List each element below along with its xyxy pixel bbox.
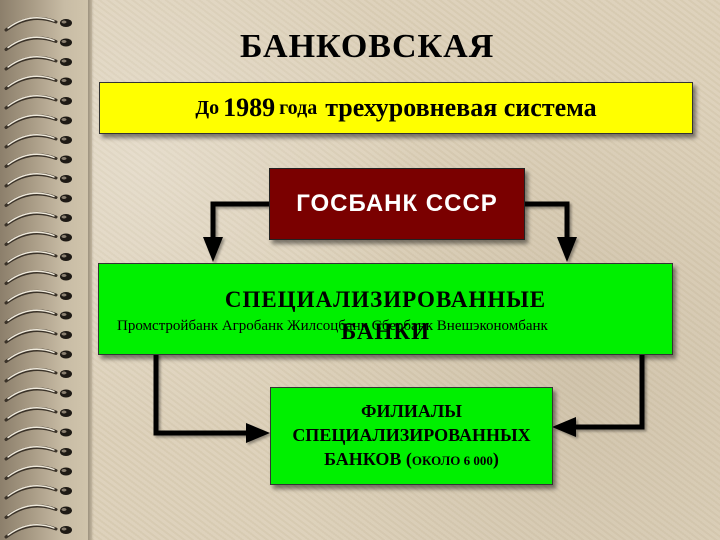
binder-ring [4, 426, 72, 441]
binder-ring [4, 75, 72, 90]
binder-ring [4, 16, 72, 32]
subtitle-rest: трехуровневая система [325, 93, 597, 122]
subtitle-year: 1989 [223, 93, 276, 122]
specialized-bank-list: Промстройбанк Агробанк Жилсоцбанк Сберба… [117, 318, 548, 334]
spine-shadow [88, 0, 94, 540]
branches-line3-a: БАНКОВ ( [324, 449, 412, 469]
branches-line3: БАНКОВ (ОКОЛО 6 000) [324, 447, 499, 473]
specialized-title-line2: БАНКИ [341, 319, 430, 344]
binder-ring [4, 328, 72, 344]
branches-line2: СПЕЦИАЛИЗИРОВАННЫХ [292, 425, 531, 445]
binder-ring [4, 367, 72, 383]
subtitle-banner: До 1989 года трехуровневая система [99, 82, 693, 134]
specialized-title-line1: СПЕЦИАЛИЗИРОВАННЫЕ [224, 287, 547, 312]
branches-box: ФИЛИАЛЫ СПЕЦИАЛИЗИРОВАННЫХ БАНКОВ (ОКОЛО… [270, 387, 553, 485]
binder-ring [4, 445, 72, 461]
binder-ring [4, 94, 72, 110]
branches-line3-c: ) [492, 449, 499, 469]
notebook-spine [0, 0, 92, 540]
binder-ring [4, 55, 72, 71]
binder-ring [4, 133, 72, 149]
binder-ring [4, 270, 72, 285]
page-title: БАНКОВСКАЯ СИСТЕМА [240, 28, 495, 65]
binder-ring [4, 289, 72, 305]
binder-ring [4, 309, 72, 324]
binder-ring [4, 504, 72, 519]
binder-ring [4, 484, 72, 500]
binder-ring [4, 387, 72, 402]
specialized-banks-box: СПЕЦИАЛИЗИРОВАННЫЕ БАНКИ Промстройбанк А… [98, 263, 673, 355]
binder-ring [4, 231, 72, 246]
binder-ring [4, 192, 72, 207]
gosbank-label: ГОСБАНК СССР [296, 190, 498, 217]
binder-ring [4, 348, 72, 363]
binder-rings [4, 16, 72, 539]
binder-ring [4, 250, 72, 266]
binder-ring [4, 114, 72, 129]
binder-ring [4, 36, 72, 51]
binder-ring [4, 172, 72, 188]
binder-ring [4, 523, 72, 539]
branches-count: ОКОЛО 6 000 [411, 453, 493, 468]
binder-ring [4, 406, 72, 422]
binder-ring [4, 465, 72, 480]
branches-line1: ФИЛИАЛЫ [361, 401, 462, 421]
binder-ring [4, 153, 72, 168]
subtitle-word: года [279, 96, 318, 119]
gosbank-box: ГОСБАНК СССР [269, 168, 525, 240]
binder-ring [4, 211, 72, 227]
subtitle-prefix: До [195, 96, 220, 119]
